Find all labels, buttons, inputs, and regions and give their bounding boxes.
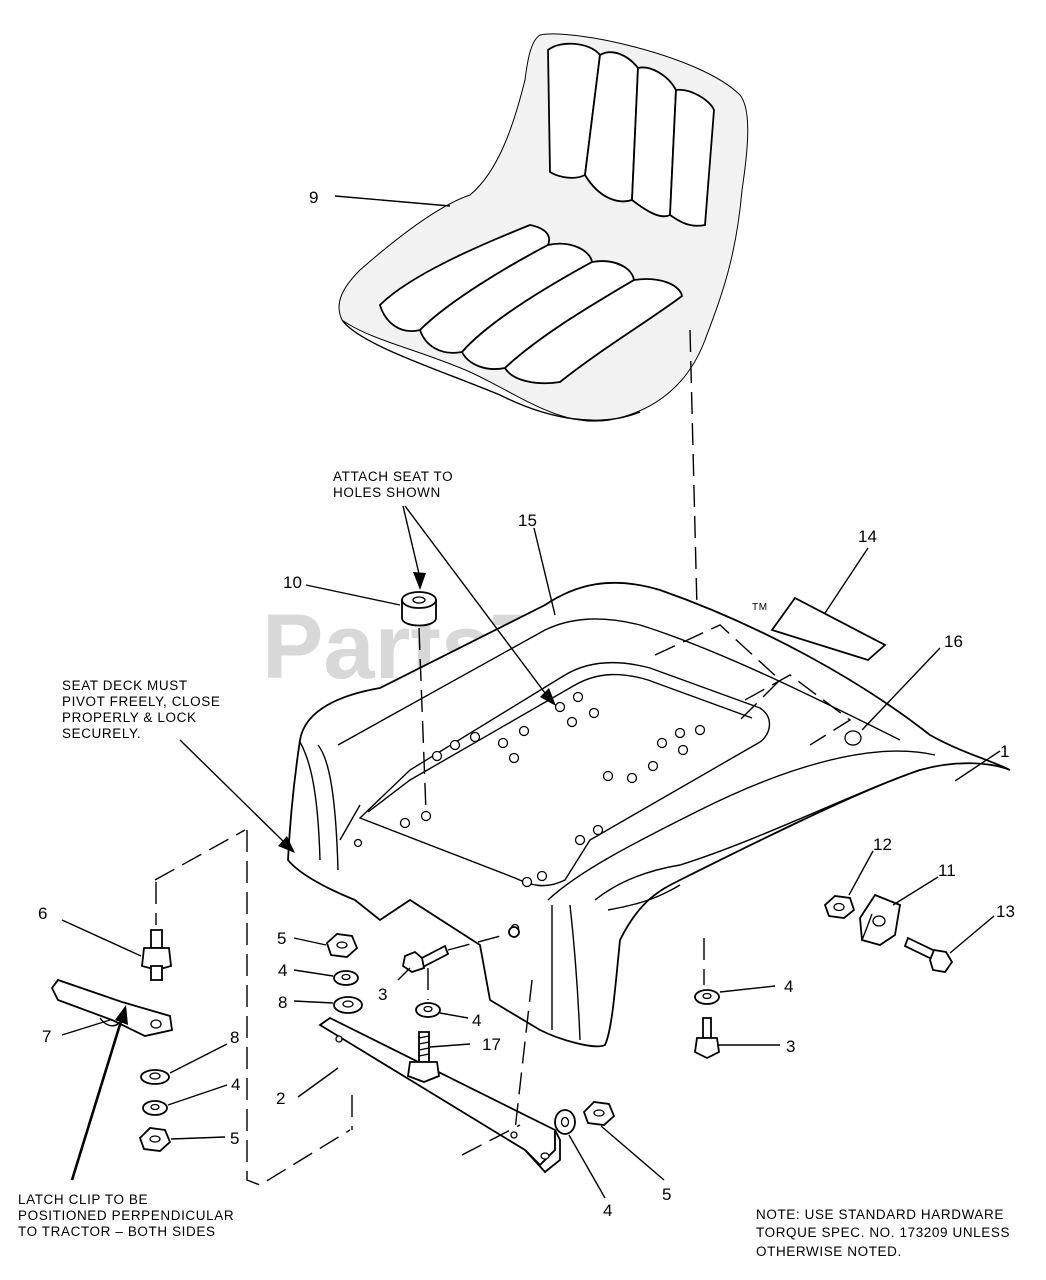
note-seat-deck-line-3: PROPERLY & LOCK	[62, 710, 197, 725]
nut-part-5-bottom[interactable]	[582, 1101, 616, 1126]
washer-part-8-upper[interactable]	[333, 996, 363, 1014]
lockwasher-part-4-bottom[interactable]	[554, 1109, 576, 1135]
washer-part-8-lower[interactable]	[140, 1069, 170, 1085]
lockwasher-part-4-right[interactable]	[694, 989, 720, 1005]
note-hardware-line-3: OTHERWISE NOTED.	[756, 1244, 902, 1259]
callout-7: 7	[42, 1027, 51, 1046]
note-hardware-line-2: TORQUE SPEC. NO. 173209 UNLESS	[756, 1225, 1010, 1240]
callout-5-upper: 5	[277, 929, 286, 948]
note-attach-seat-line-2: HOLES SHOWN	[333, 485, 441, 500]
note-latch-line-2: POSITIONED PERPENDICULAR	[18, 1208, 234, 1223]
bolt-part-17[interactable]	[407, 1031, 440, 1083]
callout-1: 1	[1000, 742, 1009, 761]
note-latch-line-3: TO TRACTOR – BOTH SIDES	[18, 1224, 216, 1239]
bracket-part-2[interactable]	[318, 1016, 561, 1174]
callout-15: 15	[518, 511, 537, 530]
callout-3-right: 3	[786, 1037, 795, 1056]
bolt-part-3-center[interactable]	[401, 944, 450, 973]
callout-4-center: 4	[472, 1011, 481, 1030]
lockwasher-part-4-lower[interactable]	[142, 1100, 168, 1116]
note-hardware-line-1: NOTE: USE STANDARD HARDWARE	[756, 1207, 1004, 1222]
callout-4-right: 4	[784, 977, 793, 996]
note-attach-seat-line-1: ATTACH SEAT TO	[333, 469, 453, 484]
callout-5-bottom: 5	[662, 1185, 671, 1204]
note-seat-deck-line-4: SECURELY.	[62, 726, 141, 741]
spacer-part-10[interactable]	[401, 591, 437, 627]
deck-mount-holes	[353, 691, 706, 933]
nut-part-5-upper[interactable]	[325, 933, 359, 958]
callout-3-center: 3	[378, 985, 387, 1004]
callout-8-upper: 8	[278, 993, 287, 1012]
lockwasher-part-4-upper[interactable]	[333, 970, 359, 986]
spacer-part-11[interactable]	[859, 893, 902, 946]
callout-14: 14	[858, 527, 877, 546]
callout-6: 6	[38, 904, 47, 923]
note-latch-line-1: LATCH CLIP TO BE	[18, 1192, 148, 1207]
callout-13: 13	[996, 902, 1015, 921]
decal-part-14[interactable]	[770, 596, 887, 662]
watermark-trademark: TM	[752, 602, 768, 613]
callout-4-bottom: 4	[603, 1201, 612, 1220]
note-seat-deck-line-1: SEAT DECK MUST	[62, 678, 188, 693]
bolt-part-3-right[interactable]	[694, 1017, 720, 1060]
callout-2: 2	[276, 1089, 285, 1108]
callout-4-upper: 4	[278, 961, 287, 980]
bolt-part-13[interactable]	[903, 936, 954, 973]
latch-stud-part-6[interactable]	[141, 929, 172, 981]
note-seat-deck-line-2: PIVOT FREELY, CLOSE	[62, 694, 220, 709]
callout-4-lower: 4	[231, 1075, 240, 1094]
nut-part-12[interactable]	[823, 895, 856, 919]
callout-11: 11	[938, 861, 956, 880]
callout-8-lower: 8	[230, 1028, 239, 1047]
callout-16: 16	[944, 632, 963, 651]
callout-10: 10	[283, 573, 302, 592]
seat-deck-part-1[interactable]	[287, 581, 1011, 1048]
callout-17: 17	[482, 1035, 501, 1054]
lockwasher-part-4-center[interactable]	[415, 1002, 441, 1018]
nut-part-5-lower[interactable]	[138, 1127, 172, 1152]
callout-5-lower: 5	[230, 1129, 239, 1148]
callout-9: 9	[309, 188, 318, 207]
seat-part-9[interactable]	[338, 33, 749, 422]
callout-12: 12	[873, 835, 892, 854]
latch-clip-part-7[interactable]	[50, 978, 174, 1037]
